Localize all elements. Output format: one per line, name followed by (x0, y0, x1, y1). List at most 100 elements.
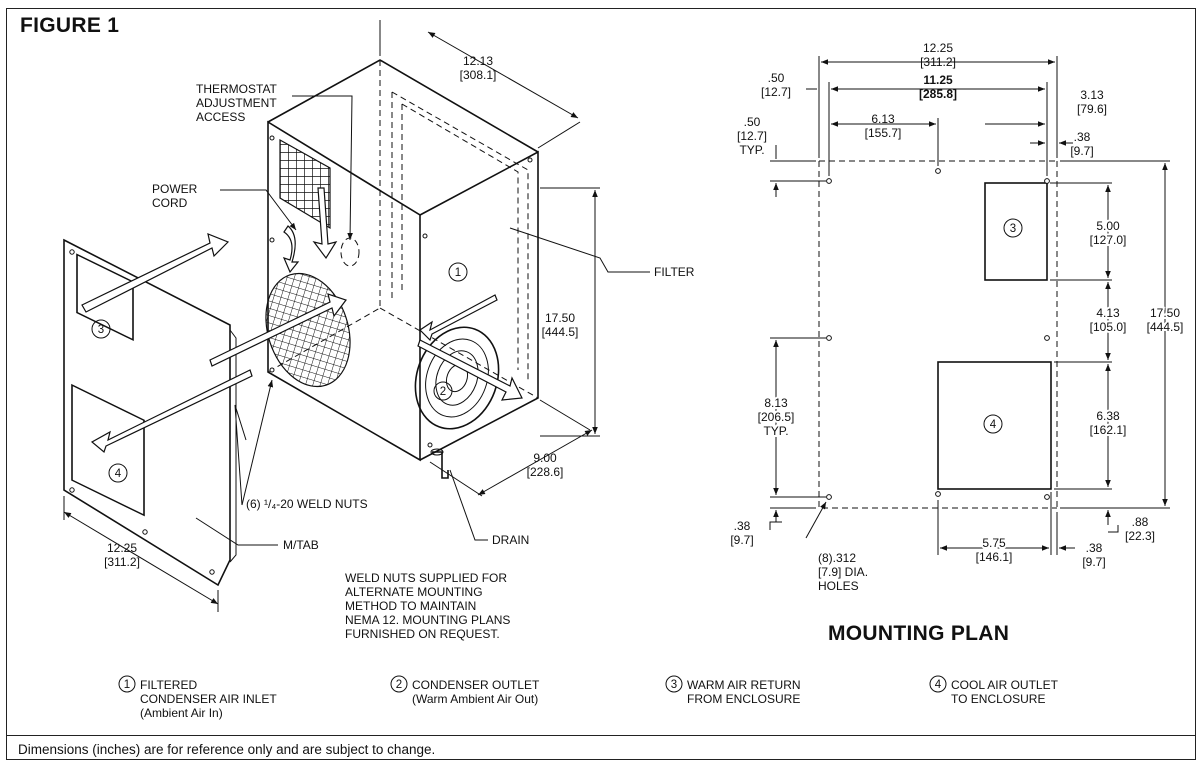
plan-holes-note: HOLES (818, 579, 859, 593)
plan-dim: 3.13 (1080, 88, 1104, 102)
leader-thermostat (292, 95, 353, 241)
drain-pipe (432, 451, 449, 479)
callout-3-iso: 3 (91, 319, 111, 339)
leader-power-cord (220, 189, 297, 231)
svg-text:4: 4 (990, 419, 997, 431)
plan-dim: [146.1] (976, 550, 1013, 564)
dim-height-in: 17.50 (545, 311, 575, 325)
plan-dim: [105.0] (1090, 320, 1127, 334)
mounting-hole (935, 491, 941, 497)
plan-dim: .50 (768, 71, 785, 85)
svg-text:FROM ENCLOSURE: FROM ENCLOSURE (687, 692, 800, 706)
note-line: WELD NUTS SUPPLIED FOR (345, 571, 507, 585)
plan-dim: [12.7] (737, 129, 767, 143)
mounting-hole (1044, 178, 1050, 184)
plan-dim: .38 (734, 519, 751, 533)
fan-ring (435, 350, 479, 406)
airflow-arrow-cool-out (90, 369, 253, 454)
legend-item-1: 1 FILTERED CONDENSER AIR INLET (Ambient … (118, 675, 277, 720)
leader-filter (509, 227, 650, 273)
dim-ext (379, 20, 581, 149)
label-power-cord: CORD (152, 196, 188, 210)
note-line: ALTERNATE MOUNTING (345, 585, 483, 599)
thermostat-access (340, 237, 360, 267)
legend-item-2: 2 CONDENSER OUTLET (Warm Ambient Air Out… (390, 675, 540, 706)
plan-dim: [162.1] (1090, 423, 1127, 437)
svg-text:2: 2 (440, 386, 446, 398)
plan-dim: [9.7] (1082, 555, 1105, 569)
plan-dim: .88 (1132, 515, 1149, 529)
plan-dim: [9.7] (730, 533, 753, 547)
plan-dim: [79.6] (1077, 102, 1107, 116)
svg-text:WARM AIR RETURN: WARM AIR RETURN (687, 678, 801, 692)
airflow-arrow-filter-in (419, 294, 498, 342)
airflow-arrow-intake (209, 293, 347, 367)
dim-depth-in: 9.00 (533, 451, 557, 465)
evaporator-grille (265, 272, 351, 388)
leader-weld-nuts (234, 404, 247, 506)
mounting-plan: 3 4 12.25 [311.2] 11.25 [285.8] .50 [12.… (730, 41, 1185, 593)
plan-ext-lines-right (1050, 160, 1170, 509)
panel-hole (209, 569, 215, 575)
leader-mtab (195, 517, 278, 546)
airflow-arrow-down (312, 187, 338, 260)
plan-dim: 5.00 (1096, 219, 1120, 233)
svg-text:4: 4 (935, 679, 942, 691)
plan-dim: 4.13 (1096, 306, 1120, 320)
svg-text:FILTERED: FILTERED (140, 678, 197, 692)
iso-unit (63, 20, 650, 612)
filter-frame-hidden (391, 91, 529, 380)
mounting-hole (826, 494, 832, 500)
panel-cutout-3 (76, 253, 134, 342)
condenser-fan-guard (414, 326, 500, 430)
note-line: FURNISHED ON REQUEST. (345, 627, 500, 641)
plan-dim: 5.75 (982, 536, 1006, 550)
weld-nut (527, 157, 533, 163)
dim-height-mm: [444.5] (542, 325, 579, 339)
plan-dim: .38 (1086, 541, 1103, 555)
panel-hole (69, 487, 75, 493)
plan-dim: [22.3] (1125, 529, 1155, 543)
figure-frame (6, 8, 1196, 760)
plan-cutout-4 (937, 361, 1052, 490)
svg-text:1: 1 (124, 679, 130, 691)
airflow-arrow-return (81, 233, 230, 313)
callout-3-plan: 3 (1003, 218, 1023, 238)
plan-dim: [9.7] (1070, 144, 1093, 158)
plan-dim: [285.8] (919, 87, 957, 101)
dim-ext (429, 399, 591, 497)
iso-labels: THERMOSTAT ADJUSTMENT ACCESS POWER CORD … (91, 54, 695, 641)
label-thermostat: ACCESS (196, 110, 245, 124)
leader-holes (805, 501, 827, 539)
weld-nut (427, 442, 433, 448)
plan-dim: .38 (1074, 130, 1091, 144)
legend-item-3: 3 WARM AIR RETURN FROM ENCLOSURE (665, 675, 801, 706)
cabinet-side-face (419, 150, 539, 461)
svg-text:(Warm Ambient Air Out): (Warm Ambient Air Out) (412, 692, 538, 706)
plan-dim: .50 (744, 115, 761, 129)
plan-dim: [12.7] (761, 85, 791, 99)
svg-text:(Ambient Air In): (Ambient Air In) (140, 706, 223, 720)
callout-2-iso: 2 (433, 381, 453, 401)
dim-depth (477, 429, 593, 496)
mounting-plan-title: MOUNTING PLAN (828, 622, 1010, 645)
svg-text:CONDENSER AIR INLET: CONDENSER AIR INLET (140, 692, 277, 706)
figure-title: FIGURE 1 (20, 14, 120, 37)
plan-dim: 11.25 (923, 73, 953, 87)
plan-dim: 17.50 (1150, 306, 1180, 320)
plan-dim: 8.13 (764, 396, 788, 410)
weld-nut (269, 237, 275, 243)
svg-text:3: 3 (1010, 223, 1016, 235)
mounting-hole (826, 335, 832, 341)
weld-nut (269, 135, 275, 141)
callout-1-iso: 1 (448, 262, 468, 282)
label-weld-nuts: (6) ¹/₄-20 WELD NUTS (246, 497, 368, 511)
mounting-hole (1044, 335, 1050, 341)
plan-ext-lines-top (818, 56, 1058, 176)
plan-ext-lines-bottom (937, 492, 1058, 555)
note-line: METHOD TO MAINTAIN (345, 599, 476, 613)
plan-dim: 12.25 (923, 41, 953, 55)
callout-4-plan: 4 (983, 414, 1003, 434)
legend-item-4: 4 COOL AIR OUTLET TO ENCLOSURE (929, 675, 1059, 706)
label-power-cord: POWER (152, 182, 198, 196)
